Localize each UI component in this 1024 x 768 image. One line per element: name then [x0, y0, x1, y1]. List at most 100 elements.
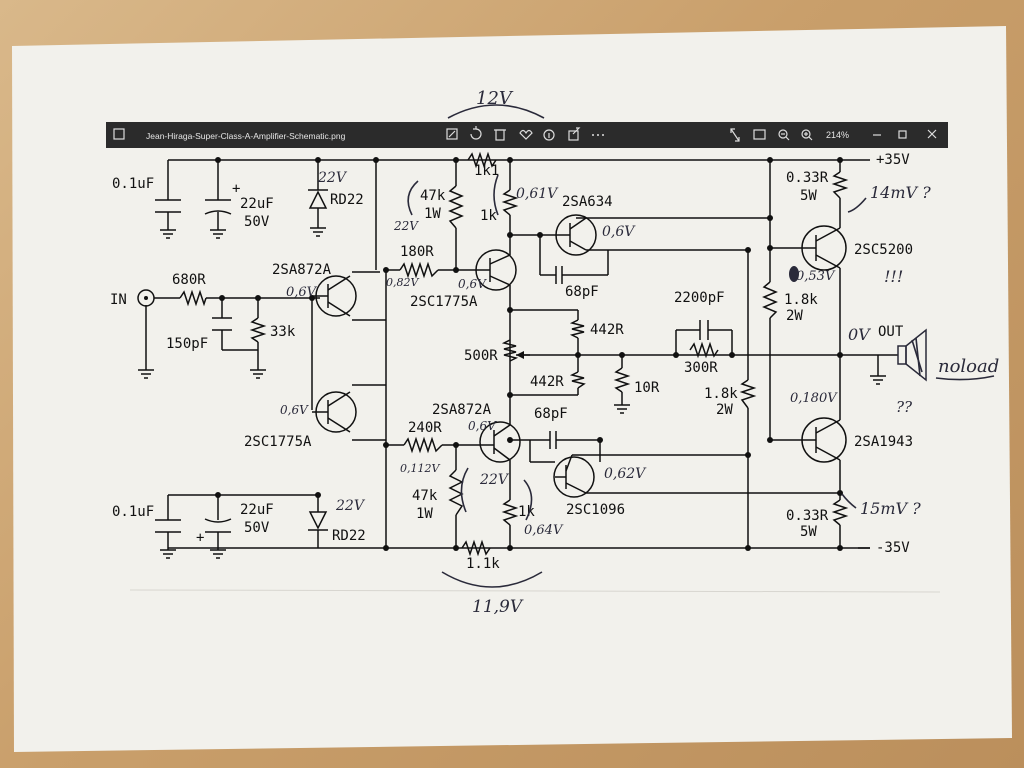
label-r-18k-bot: 1.8k	[704, 386, 738, 402]
arrow-0-64v	[523, 479, 533, 521]
arrow-22v-r47k	[407, 180, 419, 216]
transistor-2sc1096	[553, 454, 595, 498]
label-r-1k-top: 1k	[480, 208, 497, 224]
edit-icon[interactable]	[446, 128, 458, 140]
label-r-500: 500R	[464, 348, 498, 364]
paper-sheet	[12, 26, 1012, 752]
arrow-12v	[447, 104, 545, 119]
label-cap-plus-top: +	[232, 181, 240, 197]
note-22v-r47k: 22V	[393, 219, 419, 233]
label-r-033-bot: 0.33R	[786, 508, 829, 524]
label-in: IN	[110, 292, 127, 308]
zoom-out-icon[interactable]	[778, 129, 790, 141]
page-fold-line	[129, 589, 941, 593]
note-22v-r47kbot: 22V	[479, 472, 510, 488]
note-ink-blot	[789, 266, 799, 282]
arrow-15mv	[841, 493, 857, 509]
label-cap-22uf-bot: 22uF	[240, 502, 274, 518]
label-r-47k-bot: 47k	[412, 488, 438, 504]
note-0-6v-2sa634: 0,6V	[602, 224, 636, 240]
note-0-6v-2sa872: 0,6V	[286, 285, 318, 300]
capacitor-symbols	[155, 199, 709, 533]
ground-symbols	[138, 227, 886, 559]
share-icon[interactable]	[568, 127, 581, 141]
label-c-150pf: 150pF	[166, 336, 208, 352]
note-0-6v-2sc1775: 0,6V	[280, 403, 309, 417]
note-0-53v: 0,53V	[796, 269, 836, 284]
fit-window-icon[interactable]	[753, 129, 766, 140]
note-qq: ??	[896, 398, 913, 416]
note-noload: noload	[938, 356, 999, 377]
label-r-033-bot-w: 5W	[800, 524, 817, 540]
label-r-442-bot: 442R	[530, 374, 564, 390]
label-r-033-top: 0.33R	[786, 170, 829, 186]
transistor-2sa872a-mid	[479, 421, 521, 463]
label-r-180: 180R	[400, 244, 434, 260]
label-out: OUT	[878, 324, 904, 340]
zener-diode-symbols	[308, 189, 328, 531]
label-cap-0-1uf-bot: 0.1uF	[112, 504, 154, 520]
label-q-2sc1096: 2SC1096	[566, 502, 625, 518]
info-icon[interactable]	[543, 129, 555, 141]
label-r-1k1-top: 1k1	[474, 163, 499, 179]
label-rd22-bot: RD22	[332, 528, 366, 544]
note-0-61v: 0,61V	[516, 186, 559, 202]
expand-icon[interactable]	[730, 128, 740, 142]
label-r-442-top: 442R	[590, 322, 624, 338]
label-rd22-top: RD22	[330, 192, 364, 208]
more-icon[interactable]	[592, 134, 604, 136]
label-q-2sa872a-mid: 2SA872A	[432, 402, 492, 418]
note-14mv: 14mV ?	[870, 183, 931, 202]
pot-wiper-arrow	[516, 351, 524, 359]
junction-dots	[215, 157, 843, 551]
zoom-in-icon[interactable]	[801, 129, 813, 141]
rotate-icon[interactable]	[470, 126, 482, 140]
label-r-240: 240R	[408, 420, 442, 436]
underline-noload	[935, 375, 995, 381]
arrow-11-9v	[441, 571, 543, 588]
note-22v-top: 22V	[317, 170, 348, 186]
note-15mv: 15mV ?	[860, 499, 921, 518]
label-r-47k-bot-w: 1W	[416, 506, 433, 522]
close-icon[interactable]	[927, 129, 937, 139]
note-11-9v: 11,9V	[472, 597, 524, 617]
input-jack-icon	[137, 289, 155, 307]
photos-app-icon	[113, 128, 125, 140]
label-r-10: 10R	[634, 380, 660, 396]
label-r-18k-bot-w: 2W	[716, 402, 733, 418]
label-c-2200pf: 2200pF	[674, 290, 725, 306]
note-0-64v: 0,64V	[524, 523, 564, 538]
toolbar-background	[106, 122, 948, 148]
note-0-6v-2sa872mid: 0,6V	[468, 419, 497, 433]
label-r-47k-top-w: 1W	[424, 206, 441, 222]
viewer-filename: Jean-Hiraga-Super-Class-A-Amplifier-Sche…	[146, 131, 346, 141]
restore-icon[interactable]	[898, 130, 907, 139]
label-r-47k-top: 47k	[420, 188, 446, 204]
label-q-2sc1775a-mid: 2SC1775A	[410, 294, 478, 310]
label-r-18k-top: 1.8k	[784, 292, 818, 308]
transistor-2sa872a-top	[312, 275, 357, 317]
handwritten-annotations: 12V 22V 22V 0,61V 0,6V 0,6V 0,82V 0,6V 1…	[280, 88, 999, 617]
label-vplus: +35V	[876, 152, 910, 168]
delete-icon[interactable]	[494, 129, 506, 141]
arrow-0-61v	[493, 174, 499, 216]
speaker-icon	[897, 328, 927, 382]
label-cap-50v-bot: 50V	[244, 520, 270, 536]
label-cap-0-1uf-top: 0.1uF	[112, 176, 154, 192]
transistor-2sc1775a-mid	[475, 249, 517, 291]
note-0-82v: 0,82V	[386, 276, 419, 289]
label-q-2sa634: 2SA634	[562, 194, 613, 210]
transistor-2sa634	[555, 214, 597, 256]
arrow-22v-r47kbot	[460, 467, 469, 513]
input-jack-center	[144, 296, 148, 300]
label-r-33k: 33k	[270, 324, 296, 340]
image-viewer-toolbar: Jean-Hiraga-Super-Class-A-Amplifier-Sche…	[106, 122, 948, 148]
label-q-2sc5200: 2SC5200	[854, 242, 913, 258]
favorite-icon[interactable]	[519, 129, 533, 140]
label-r-680: 680R	[172, 272, 206, 288]
label-c-68pf-top: 68pF	[565, 284, 599, 300]
label-cap-50v-top: 50V	[244, 214, 270, 230]
label-r-300: 300R	[684, 360, 718, 376]
label-q-2sa872a-top: 2SA872A	[272, 262, 332, 278]
